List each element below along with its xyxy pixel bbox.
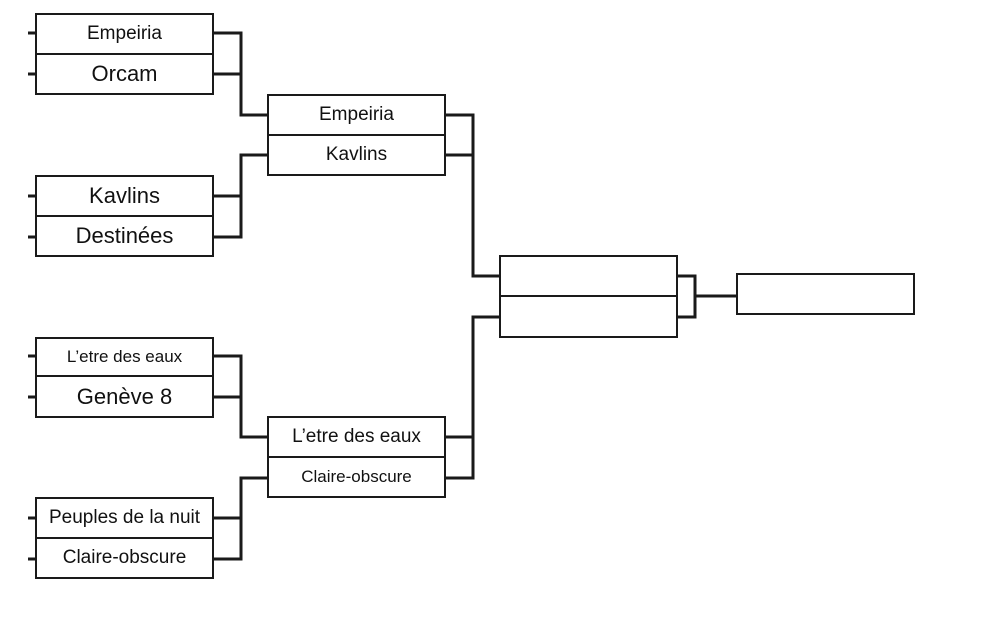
final-top-slot: [499, 255, 678, 297]
connector-final: [676, 274, 737, 319]
sf-match2-bottom-slot: Claire-obscure: [267, 456, 446, 498]
team-name: Peuples de la nuit: [48, 507, 201, 528]
team-name: Empeiria: [87, 23, 162, 44]
team-name: Kavlins: [89, 183, 160, 208]
final-bottom-slot: [499, 295, 678, 338]
team-name: Genève 8: [76, 383, 173, 409]
connector-sf1: [445, 113, 500, 278]
r1-match4-top-slot: Peuples de la nuit: [35, 497, 214, 539]
sf-match2-top-slot: L’etre des eaux: [267, 416, 446, 458]
sf-match1-bottom-slot: Kavlins: [267, 134, 446, 176]
winner-slot: [736, 273, 915, 315]
team-name: Destinées: [75, 223, 174, 248]
r1-match1-top-slot: Empeiria: [35, 13, 214, 55]
team-name: L’etre des eaux: [66, 347, 183, 366]
r1-match3-top-slot: L’etre des eaux: [35, 337, 214, 377]
r1-match2-bottom-slot: Destinées: [35, 215, 214, 257]
sf-match1-top-slot: Empeiria: [267, 94, 446, 136]
r1-match2-top-slot: Kavlins: [35, 175, 214, 217]
team-name: Kavlins: [325, 144, 388, 165]
r1-match3-bottom-slot: Genève 8: [35, 375, 214, 418]
connector-sf2: [445, 315, 500, 480]
team-name: Empeiria: [319, 104, 394, 125]
team-name: Claire-obscure: [62, 547, 187, 568]
connector-r1m4: [213, 476, 268, 561]
team-name: Orcam: [91, 61, 158, 86]
team-name: L’etre des eaux: [292, 426, 421, 447]
r1-match4-bottom-slot: Claire-obscure: [35, 537, 214, 579]
connector-r1m1: [213, 31, 268, 117]
connector-r1m2: [213, 153, 268, 239]
r1-match1-bottom-slot: Orcam: [35, 53, 214, 95]
team-name: Claire-obscure: [301, 467, 412, 486]
connector-r1m3: [213, 354, 268, 439]
